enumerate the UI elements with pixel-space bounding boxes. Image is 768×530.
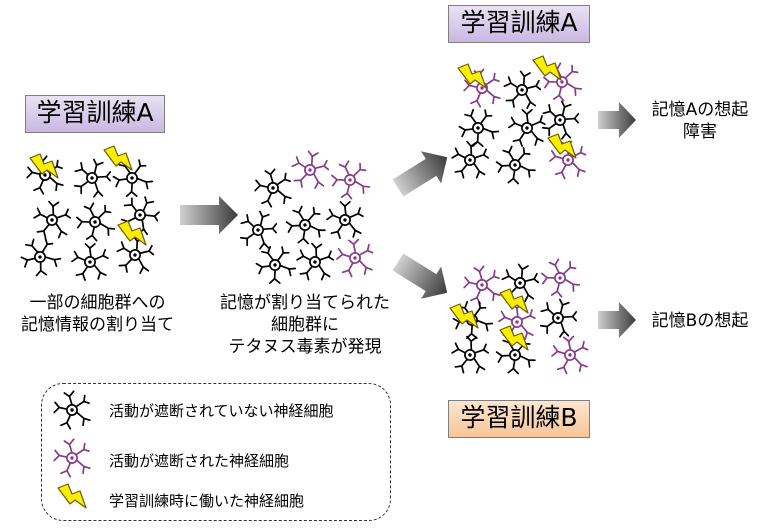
neuron-cluster3-7 [495,145,536,185]
training-a-box-top: 学習訓練A [448,5,590,43]
neuron-cluster2-1 [291,150,330,190]
lightning-bolt-c4-0 [449,303,479,329]
neuron-cluster2-7 [296,242,335,281]
training-a-box-left: 学習訓練A [25,95,165,133]
neuron-cluster1-8 [116,235,155,275]
lightning-bolt-c3-0 [457,63,487,89]
arrow-to-outcome-b [598,302,636,338]
lightning-bolt-c1-0 [29,153,59,179]
neuron-cluster1-7 [71,243,109,281]
legend-lightning-icon [57,483,87,509]
arrow-to-training-b [392,253,448,299]
neuron-cluster2-5 [326,201,364,239]
step1-caption: 一部の細胞群への 記憶情報の割り当て [21,293,174,335]
arrow-to-outcome-a [598,102,636,138]
lightning-bolt-c3-1 [532,55,562,81]
legend-box [41,383,391,521]
neuron-cluster2-4 [285,205,326,245]
legend-active-label: 活動が遮断されていない神経細胞 [109,402,334,420]
lightning-bolt-c4-1 [499,288,529,314]
outcome-b-caption: 記憶Bの想起 [651,311,749,331]
neuron-cluster3-6 [451,140,490,179]
neuron-cluster3-3 [458,108,500,148]
legend-blocked-label: 活動が遮断された神経細胞 [109,452,290,470]
neuron-cluster2-2 [331,160,371,200]
lightning-bolt-c4-2 [499,325,529,351]
neuron-cluster4-6 [451,335,490,374]
neuron-cluster1-3 [33,200,72,239]
step2-caption: 記憶が割り当てられた 細胞群に テタヌス毒素が発現 [220,293,390,357]
lightning-bolt-c3-2 [547,133,577,159]
lightning-bolt-c1-2 [117,220,147,246]
neuron-cluster2-3 [239,210,278,250]
neuron-cluster4-5 [539,298,578,338]
neuron-cluster3-4 [508,109,546,147]
neuron-cluster4-8 [551,335,589,375]
neuron-cluster1-1 [73,158,112,198]
legend-blocked-neuron-icon [53,438,91,478]
legend-trained-label: 学習訓練時に働いた神経細胞 [109,492,305,510]
outcome-a-caption: 記憶Aの想起 障害 [651,100,749,142]
arrow-step1-to-step2 [180,196,238,234]
legend-active-neuron-icon [53,390,91,430]
neuron-cluster1-6 [20,237,62,277]
neuron-cluster3-5 [541,100,580,140]
neuron-cluster1-4 [76,202,116,242]
neuron-cluster4-2 [541,258,581,298]
training-b-box: 学習訓練B [448,400,590,438]
neuron-cluster2-0 [254,168,292,208]
neuron-cluster4-0 [463,265,501,305]
neuron-cluster2-8 [336,238,374,278]
lightning-bolt-c1-1 [103,145,133,171]
neuron-cluster2-6 [255,245,297,285]
arrow-to-training-a [392,151,448,197]
neuron-cluster3-1 [503,70,542,110]
